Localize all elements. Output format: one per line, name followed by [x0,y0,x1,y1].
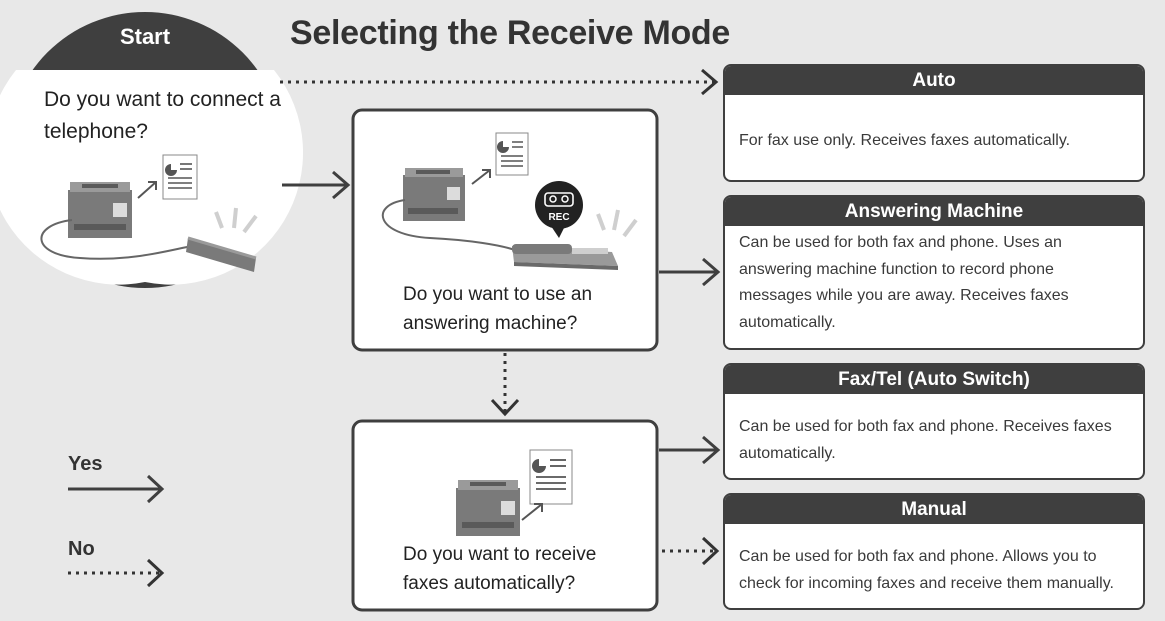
mode-box-fax-tel: Fax/Tel (Auto Switch) Can be used for bo… [723,363,1145,480]
yes-arrow-q1-to-answering [659,257,721,287]
output-arrow-icon [137,181,157,199]
no-arrow-q1-to-q2 [490,353,520,417]
question-receive-automatically: Do you want to receive faxes automatical… [403,544,597,594]
document-icon [162,154,198,200]
no-arrow-start-to-auto [280,68,719,96]
mode-box-auto: Auto For fax use only. Receives faxes au… [723,64,1145,182]
output-arrow-icon [521,503,543,521]
question-answering-machine: Do you want to use an answering machine? [403,284,593,334]
telephone-handset-icon [186,207,258,272]
mode-title: Manual [725,495,1143,524]
yes-arrow-start-to-q1 [282,170,351,200]
mode-description: Can be used for both fax and phone. Rece… [739,418,1112,462]
mode-box-manual: Manual Can be used for both fax and phon… [723,493,1145,610]
printer-icon [456,480,520,536]
start-label: Start [119,24,171,49]
legend-yes-arrow [68,474,165,504]
printer-icon [403,168,465,221]
mode-description: For fax use only. Receives faxes automat… [739,132,1071,149]
mode-description: Can be used for both fax and phone. Allo… [739,548,1114,592]
legend-no-label: No [68,538,95,560]
legend-no-arrow [68,558,165,588]
mode-title: Fax/Tel (Auto Switch) [725,365,1143,394]
printer-icon [68,182,132,238]
document-icon [495,132,529,176]
rec-badge-icon: REC [535,181,583,238]
output-arrow-icon [471,169,491,185]
document-icon [529,449,573,505]
mode-title: Auto [725,66,1143,95]
answering-machine-icon [512,209,638,270]
mode-description: Can be used for both fax and phone. Uses… [739,234,1069,331]
mode-title: Answering Machine [725,197,1143,226]
yes-arrow-q2-to-faxtel [659,435,721,465]
page-title: Selecting the Receive Mode [290,14,731,52]
legend-yes-label: Yes [68,453,103,475]
mode-box-answering-machine: Answering Machine Can be used for both f… [723,195,1145,350]
telephone-cord [382,199,516,251]
start-question: Do you want to connect a telephone? [44,88,281,143]
rec-badge-label: REC [548,212,569,223]
telephone-cord [40,219,193,260]
no-arrow-q2-to-manual [662,536,720,566]
